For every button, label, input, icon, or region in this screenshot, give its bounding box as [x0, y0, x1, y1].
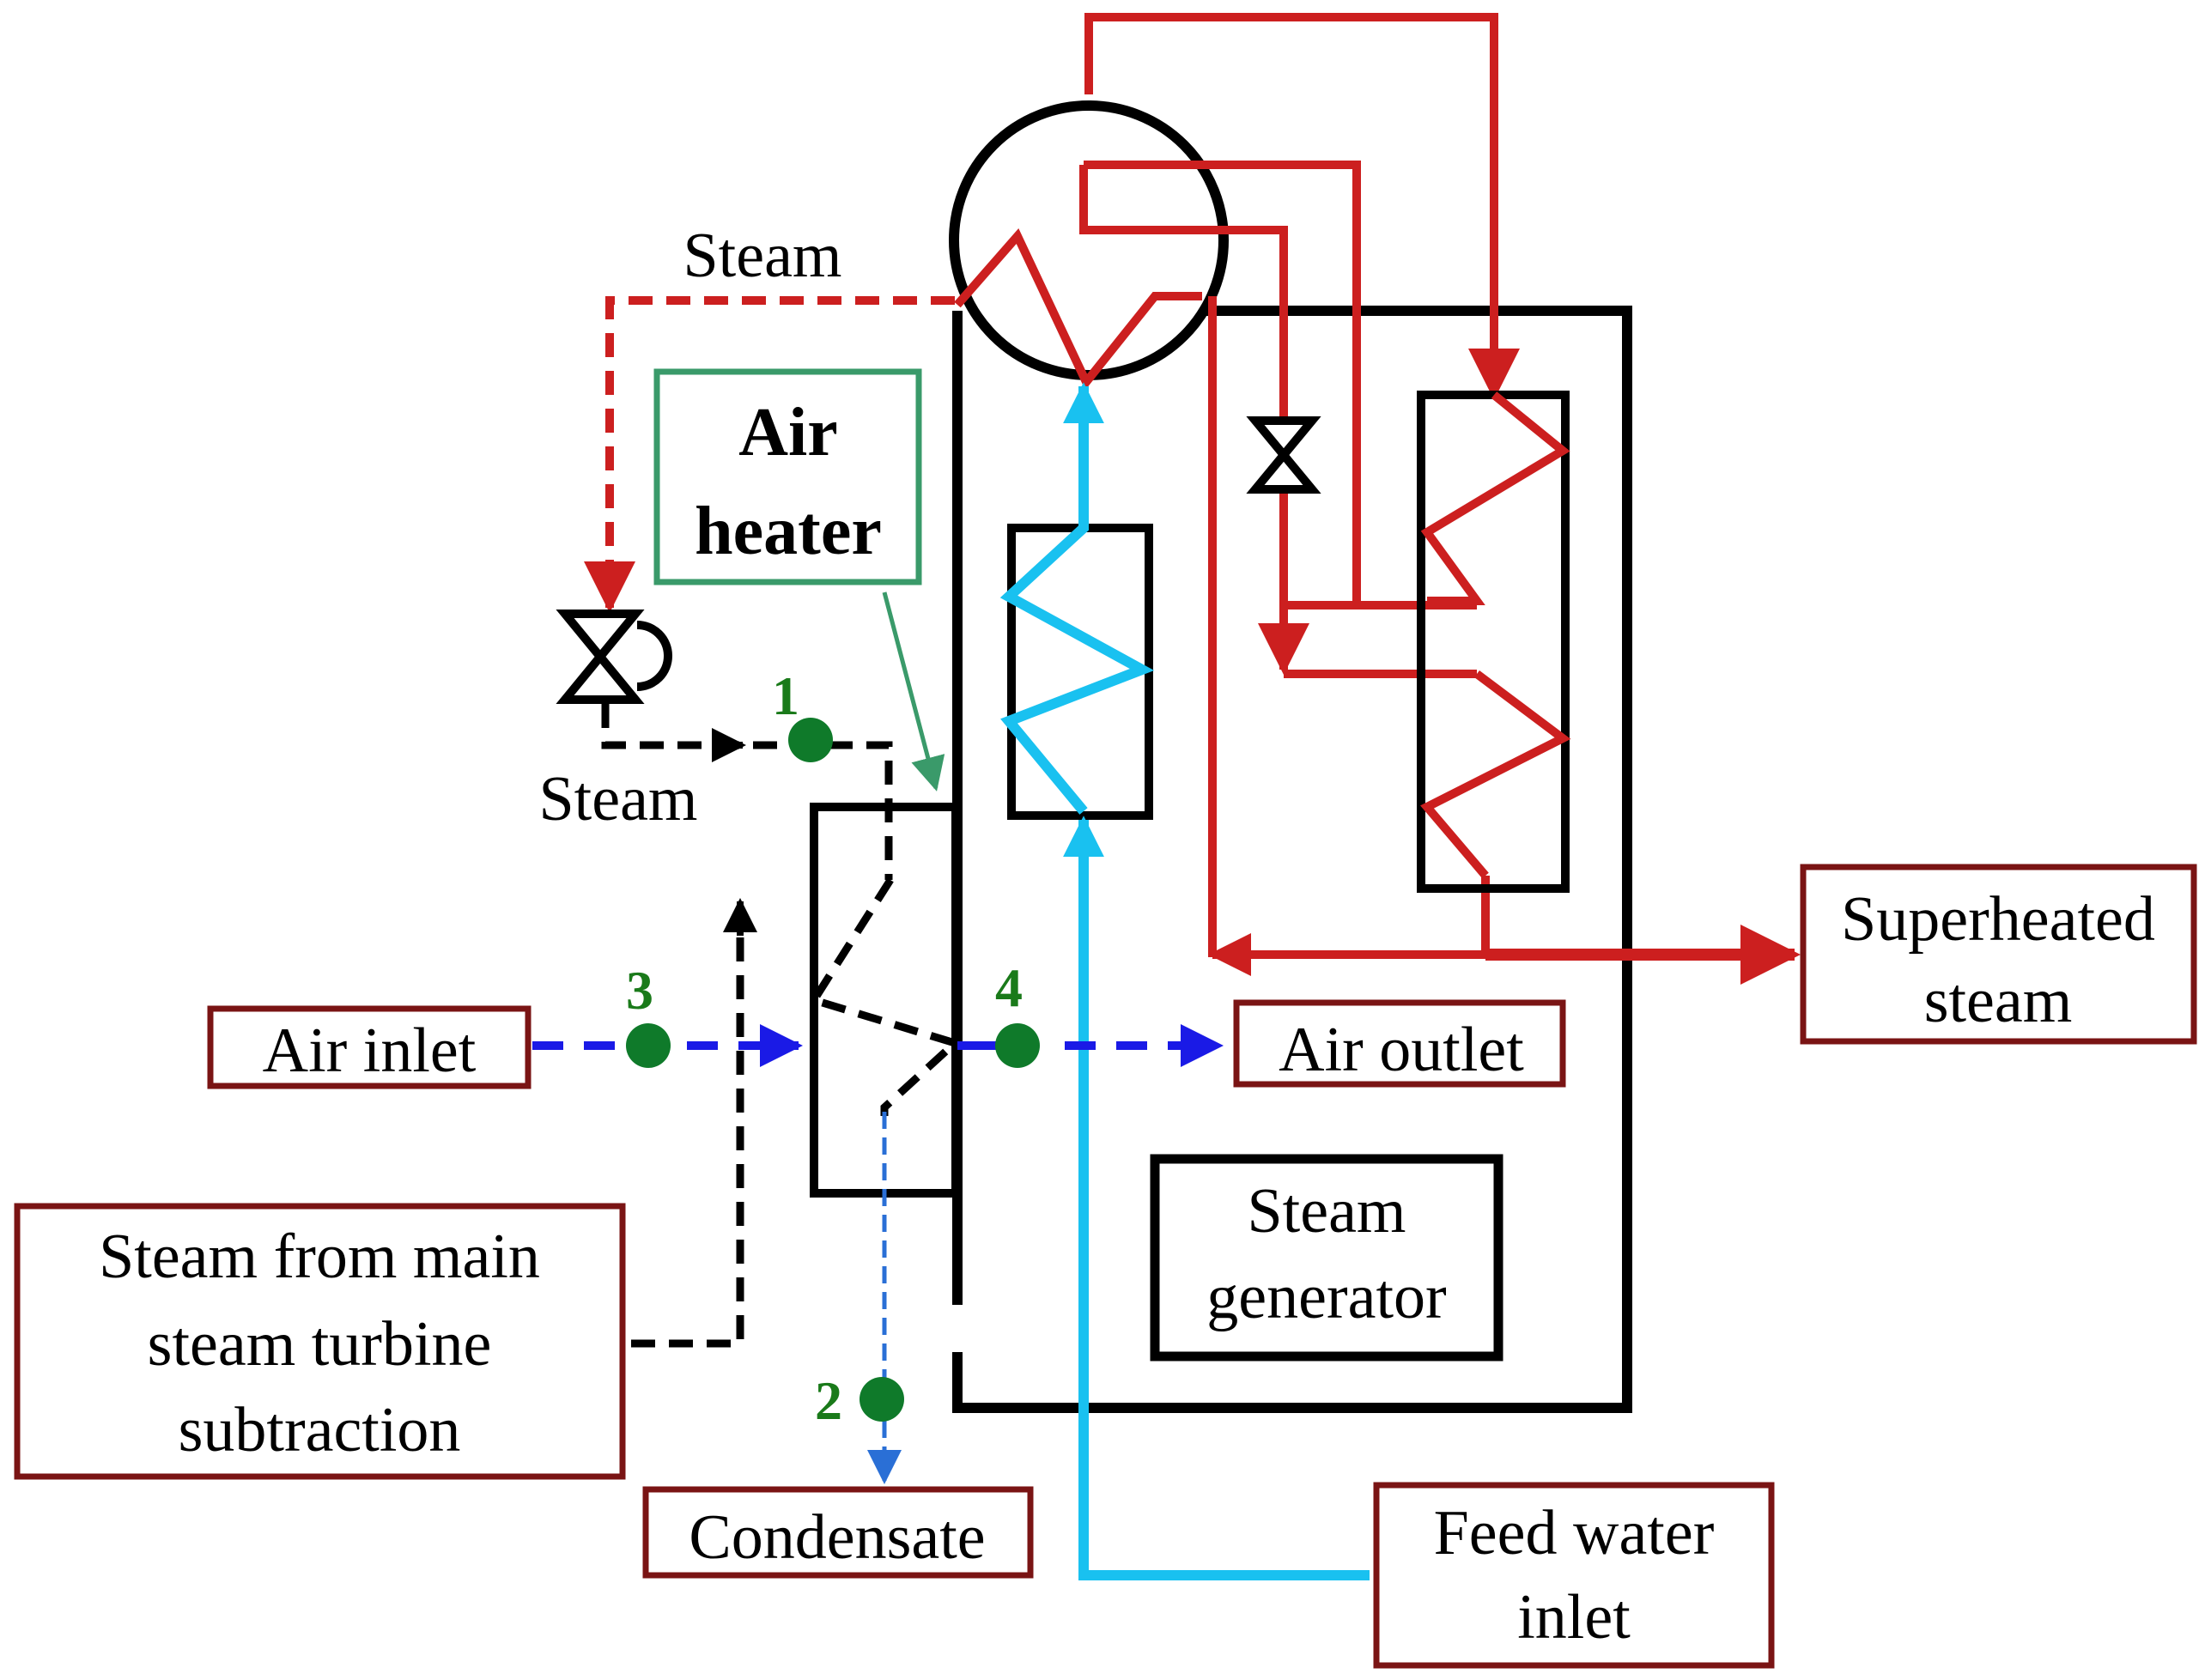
air-outlet-label-box [1233, 999, 1566, 1088]
air-heater-label-line2: heater [695, 494, 882, 569]
steam-generator-label-box [1150, 1154, 1503, 1362]
steam-valve-icon [556, 610, 672, 704]
state-point-4 [995, 1023, 1040, 1068]
steam-label-top: Steam [683, 221, 842, 291]
state-point-4-label: 4 [995, 957, 1023, 1018]
feed-water-label-line2: inlet [1517, 1582, 1631, 1653]
air-heater-label-line1: Air [738, 395, 838, 470]
feed-water-label-box [1373, 1482, 1775, 1669]
state-point-3 [626, 1023, 671, 1068]
feed-water-label-line1: Feed water [1434, 1498, 1715, 1568]
air-outlet-label: Air outlet [1279, 1015, 1524, 1085]
state-points: 1 2 3 4 [626, 665, 1040, 1431]
state-point-2 [860, 1377, 904, 1422]
turbine-extraction-label-box [14, 1203, 626, 1480]
turbine-extraction-label-line3: subtraction [179, 1395, 461, 1465]
condensate-label-box [642, 1486, 1034, 1579]
state-point-2-label: 2 [815, 1370, 842, 1431]
state-point-3-label: 3 [626, 960, 653, 1021]
air-heater-coil [808, 877, 963, 1116]
superheater-box [1417, 391, 1570, 893]
steam-label-left: Steam [539, 764, 698, 834]
enclosure-gap [949, 1305, 968, 1352]
state-point-1 [788, 718, 833, 762]
control-valve-icon [1246, 416, 1321, 494]
steam-generator-label-line1: Steam [1248, 1176, 1406, 1246]
steam-supply-line [601, 704, 893, 1348]
turbine-extraction-label-line2: steam turbine [148, 1309, 492, 1380]
air-inlet-label: Air inlet [263, 1016, 477, 1086]
air-inlet-label-box [207, 1005, 532, 1089]
state-point-1-label: 1 [772, 665, 799, 726]
steam-drum [949, 100, 1229, 380]
condensate-label: Condensate [689, 1502, 985, 1573]
turbine-extraction-label-line1: Steam from main [99, 1222, 540, 1292]
feed-water-line [999, 382, 1370, 1580]
air-heater-box [810, 803, 960, 1198]
extraction-steam-line [584, 296, 955, 613]
air-heater-label-box [653, 368, 922, 585]
steam-generator-label-line2: generator [1206, 1262, 1446, 1332]
superheated-steam-label-box [1800, 864, 2197, 1045]
air-heater-pointer [882, 591, 945, 791]
superheater-coil [1420, 391, 1570, 605]
superheated-steam-label-line1: Superheated [1841, 884, 2155, 955]
superheated-steam-label-line2: steam [1924, 966, 2073, 1036]
superheater-loop [954, 13, 1801, 985]
superheater-coil-lower [1420, 670, 1571, 879]
